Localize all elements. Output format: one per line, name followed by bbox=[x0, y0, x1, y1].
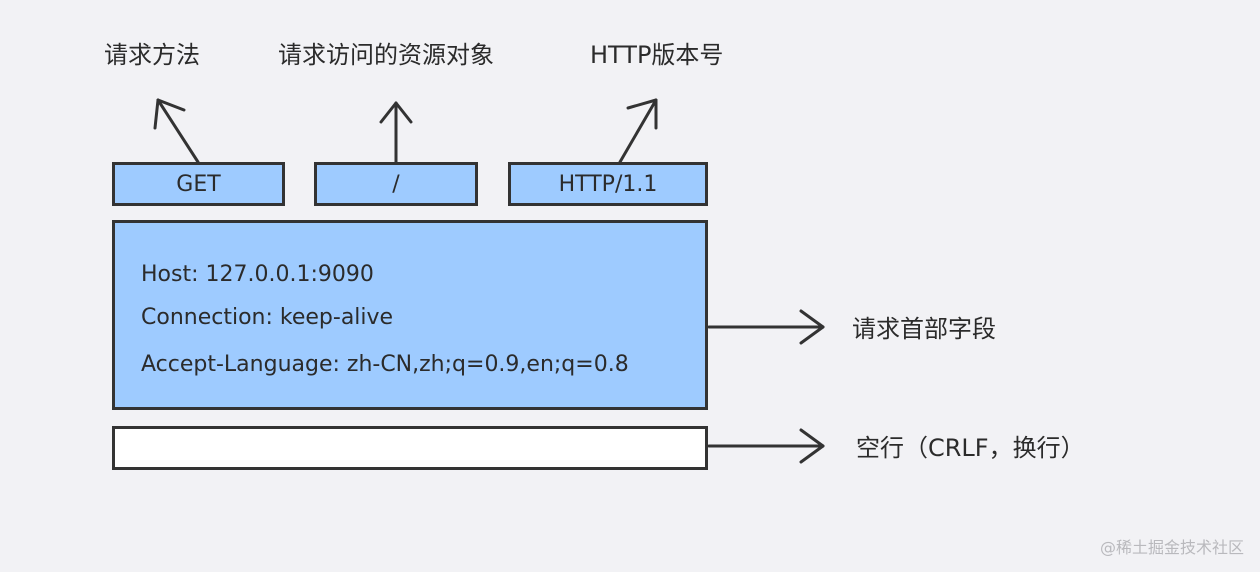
watermark: @稀土掘金技术社区 bbox=[1099, 538, 1244, 557]
arrow-resource bbox=[379, 101, 413, 164]
version-box: HTTP/1.1 bbox=[508, 162, 708, 206]
arrow-blank-line bbox=[707, 428, 825, 464]
path-value: / bbox=[392, 171, 400, 197]
header-line-host: Host: 127.0.0.1:9090 bbox=[141, 262, 374, 287]
label-blank-line: 空行（CRLF，换行） bbox=[856, 434, 1085, 462]
method-box: GET bbox=[112, 162, 285, 206]
version-value: HTTP/1.1 bbox=[558, 171, 658, 197]
path-box: / bbox=[314, 162, 478, 206]
blank-line-box bbox=[112, 426, 708, 470]
method-value: GET bbox=[176, 171, 221, 197]
label-request-resource: 请求访问的资源对象 bbox=[278, 41, 494, 69]
label-http-version: HTTP版本号 bbox=[590, 41, 724, 69]
label-request-method: 请求方法 bbox=[104, 41, 200, 69]
arrow-method bbox=[153, 98, 200, 164]
header-line-connection: Connection: keep-alive bbox=[141, 305, 394, 330]
label-request-headers: 请求首部字段 bbox=[852, 315, 996, 343]
headers-box: Host: 127.0.0.1:9090 Connection: keep-al… bbox=[112, 220, 708, 410]
header-line-accept-language: Accept-Language: zh-CN,zh;q=0.9,en;q=0.8 bbox=[141, 352, 629, 377]
arrow-headers bbox=[707, 309, 825, 345]
arrow-version bbox=[618, 98, 658, 164]
